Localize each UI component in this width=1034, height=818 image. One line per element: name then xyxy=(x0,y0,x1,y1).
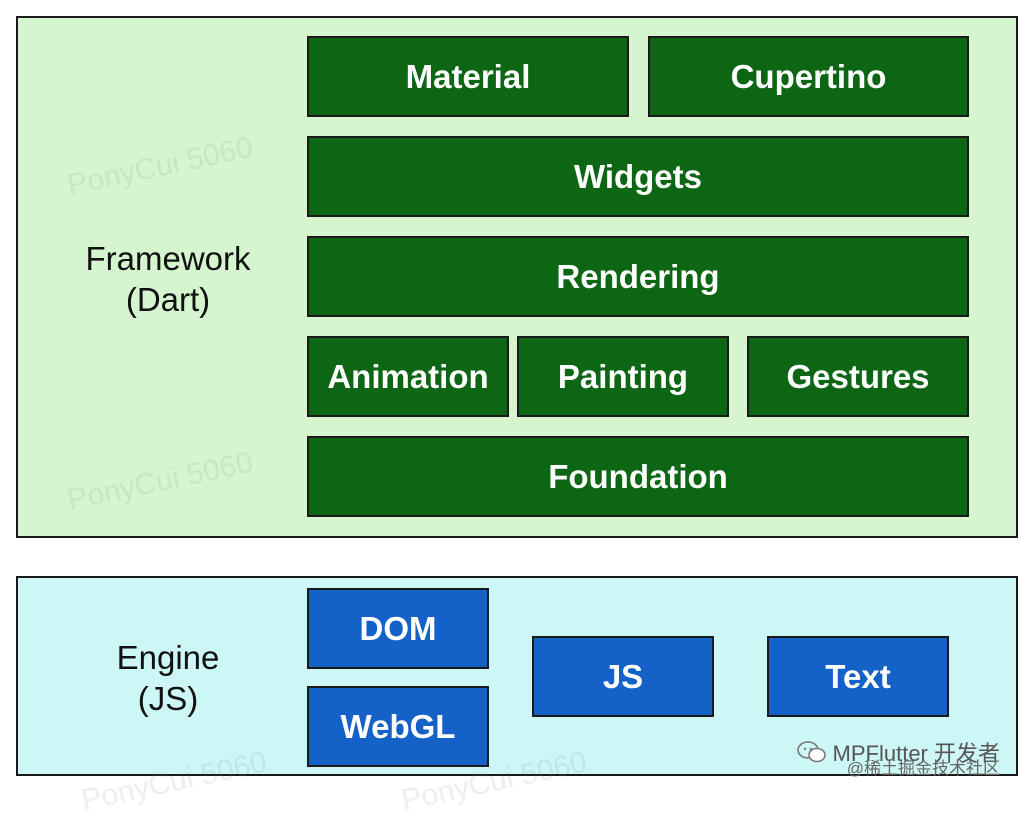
animation-layer: Animation xyxy=(307,336,509,417)
engine-label: Engine (JS) xyxy=(117,637,220,719)
wechat-icon xyxy=(796,741,826,763)
painting-layer: Painting xyxy=(517,336,729,417)
webgl-component: WebGL xyxy=(307,686,489,767)
gestures-layer: Gestures xyxy=(747,336,969,417)
widgets-layer: Widgets xyxy=(307,136,969,217)
foundation-layer: Foundation xyxy=(307,436,969,517)
framework-label-language: (Dart) xyxy=(125,281,211,318)
credit: MPFlutter 开发者 @稀土掘金技术社区 xyxy=(796,736,1000,778)
framework-label: Framework (Dart) xyxy=(85,238,250,320)
engine-label-language: (JS) xyxy=(137,680,199,717)
rendering-layer: Rendering xyxy=(307,236,969,317)
cupertino-layer: Cupertino xyxy=(648,36,969,117)
credit-sub: @稀土掘金技术社区 xyxy=(846,759,1000,778)
js-component: JS xyxy=(532,636,714,717)
credit-main: MPFlutter 开发者 xyxy=(832,741,1000,766)
text-component: Text xyxy=(767,636,949,717)
framework-label-title: Framework xyxy=(85,240,251,277)
engine-label-title: Engine xyxy=(116,639,220,676)
dom-component: DOM xyxy=(307,588,489,669)
material-layer: Material xyxy=(307,36,629,117)
